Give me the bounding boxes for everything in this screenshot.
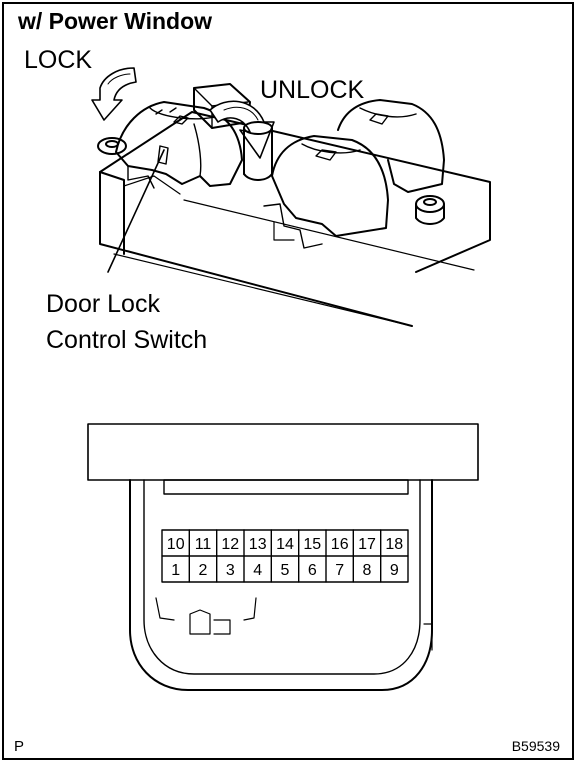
switch-base-plate xyxy=(97,111,491,327)
terminal-number: 10 xyxy=(167,536,185,553)
guide-post xyxy=(243,121,273,181)
callout-label-line1: Door Lock xyxy=(46,290,160,318)
callout-label-line2: Control Switch xyxy=(46,326,208,354)
terminal-number: 13 xyxy=(249,536,267,553)
mount-post xyxy=(415,195,445,225)
diagram-art: 10 11 12 13 14 15 16 17 18 1 2 3 4 5 6 7… xyxy=(87,67,491,691)
terminal-number: 11 xyxy=(195,536,212,553)
connector-body xyxy=(87,423,479,691)
window-switch-rear xyxy=(337,99,445,193)
unlock-arrow xyxy=(209,100,275,159)
terminal-number: 8 xyxy=(363,562,372,579)
terminal-number: 3 xyxy=(226,562,235,579)
terminal-number: 7 xyxy=(335,562,344,579)
figure-id: B59539 xyxy=(511,738,560,754)
terminal-number: 9 xyxy=(390,562,399,579)
terminal-numbers-bottom: 1 2 3 4 5 6 7 8 9 xyxy=(171,562,399,579)
terminal-number: 2 xyxy=(199,562,208,579)
terminal-number: 6 xyxy=(308,562,317,579)
terminal-number: 5 xyxy=(281,562,290,579)
terminal-number: 14 xyxy=(276,536,294,553)
window-switch-front xyxy=(263,135,389,249)
terminal-number: 16 xyxy=(331,536,349,553)
terminal-number: 18 xyxy=(385,536,403,553)
corner-mark: P xyxy=(14,738,25,755)
callout-leader-line xyxy=(107,149,165,273)
terminal-numbers-top: 10 11 12 13 14 15 16 17 18 xyxy=(167,536,403,553)
unlock-label: UNLOCK xyxy=(260,76,365,104)
terminal-number: 4 xyxy=(253,562,262,579)
terminal-number: 15 xyxy=(303,536,321,553)
terminal-number: 17 xyxy=(358,536,376,553)
terminal-number: 12 xyxy=(221,536,239,553)
terminal-number: 1 xyxy=(171,562,180,579)
lock-label: LOCK xyxy=(24,46,93,74)
diagram-title: w/ Power Window xyxy=(18,8,213,34)
lock-arrow xyxy=(91,67,137,121)
terminal-grid xyxy=(161,529,409,583)
